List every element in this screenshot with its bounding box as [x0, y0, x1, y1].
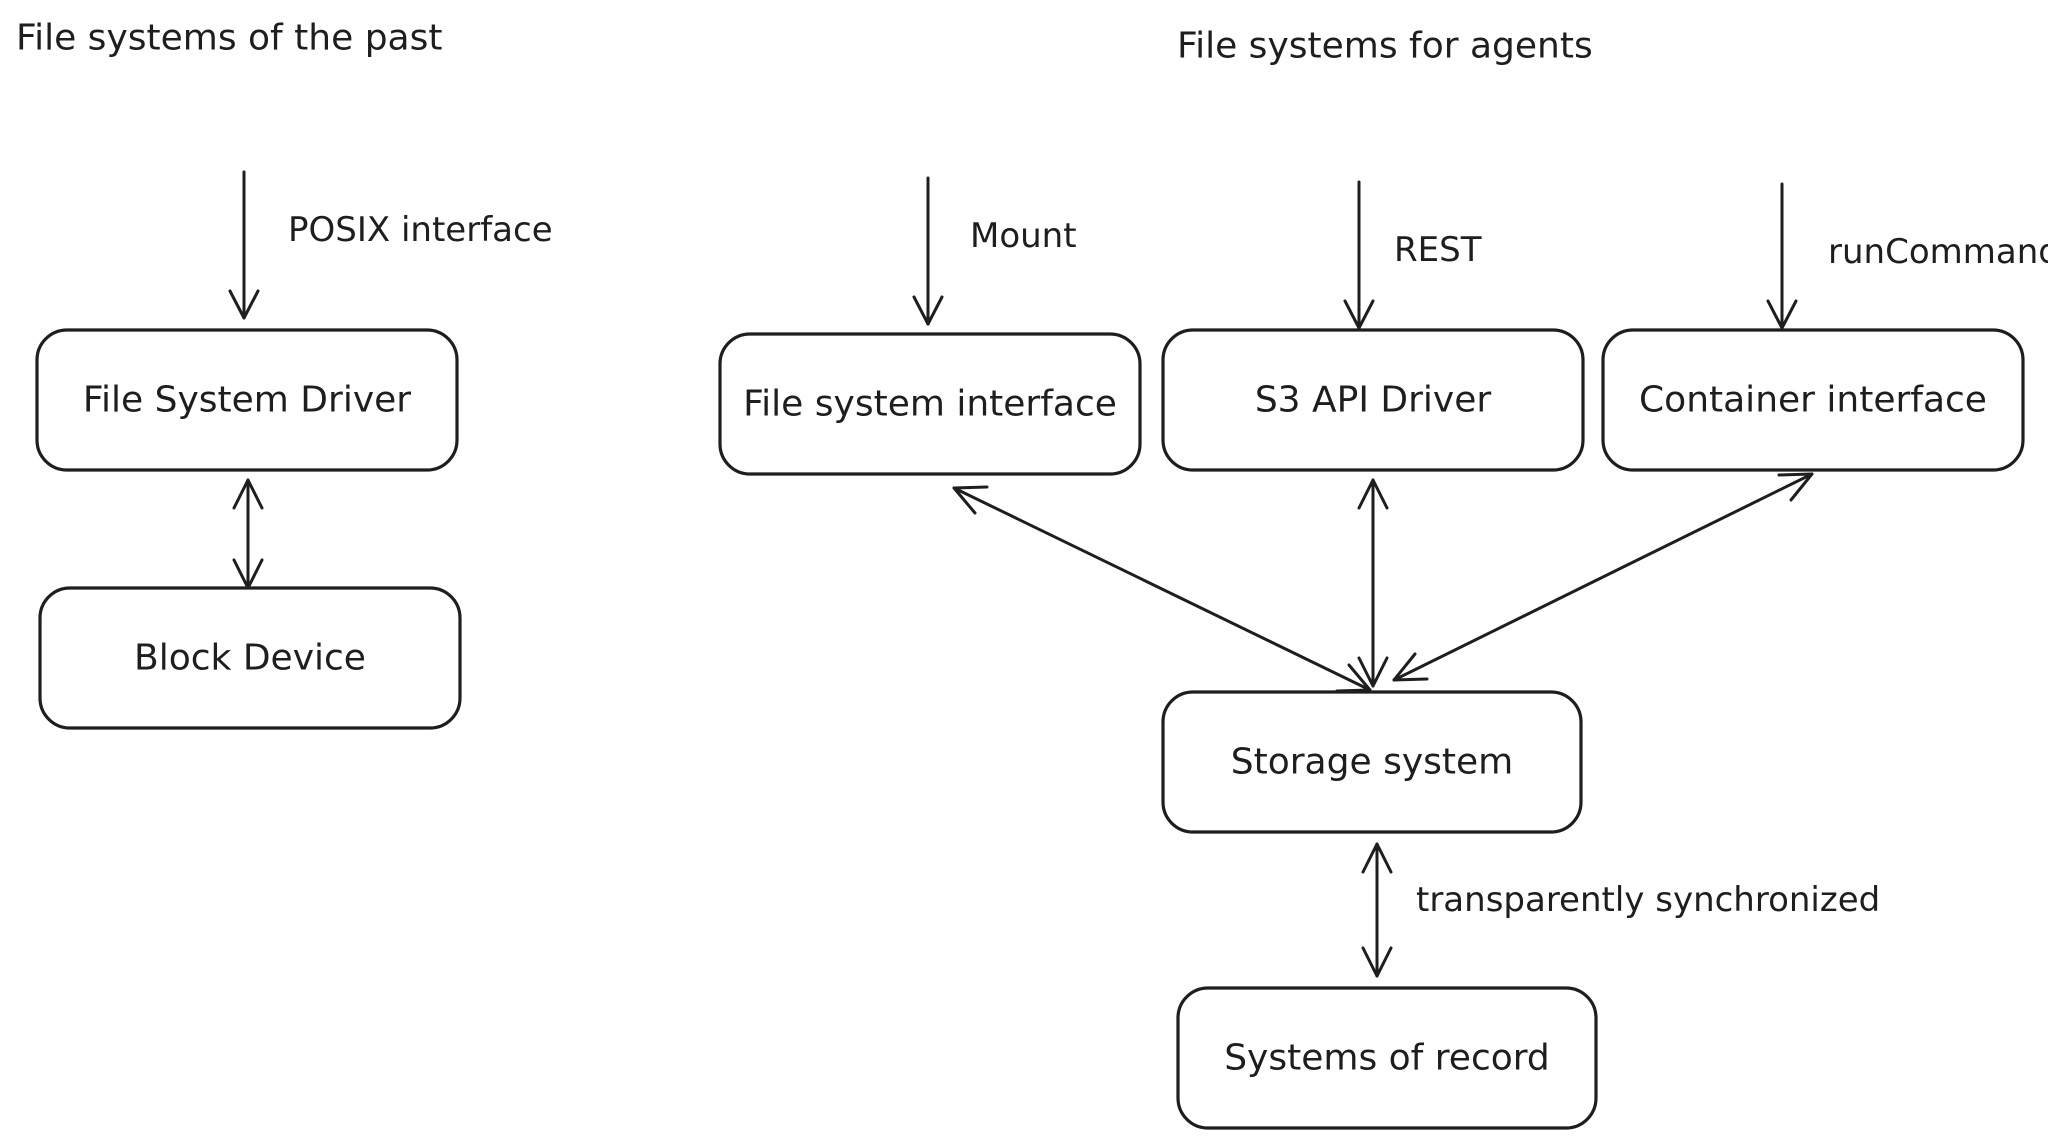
box-block-device: Block Device	[38, 586, 462, 730]
box-container-interface-label: Container interface	[1639, 380, 1987, 421]
box-storage-system-label: Storage system	[1231, 742, 1513, 783]
run-command-arrow	[1766, 182, 1798, 330]
posix-arrow	[228, 170, 260, 320]
container-storage-double-arrow	[1392, 472, 1814, 682]
label-transparently-synchronized: transparently synchronized	[1416, 880, 1880, 920]
box-file-system-interface-label: File system interface	[743, 384, 1117, 425]
rest-arrow	[1343, 180, 1375, 330]
driver-block-double-arrow	[232, 478, 264, 590]
box-systems-of-record-label: Systems of record	[1224, 1038, 1550, 1079]
box-storage-system: Storage system	[1161, 690, 1583, 834]
label-rest: REST	[1394, 230, 1482, 270]
box-s3-api-driver-label: S3 API Driver	[1255, 380, 1492, 421]
box-file-system-interface: File system interface	[718, 332, 1142, 476]
interface-storage-double-arrow	[952, 485, 1372, 693]
s3-storage-double-arrow	[1357, 478, 1389, 688]
label-mount: Mount	[970, 216, 1077, 256]
storage-record-double-arrow	[1361, 842, 1393, 978]
heading-agents: File systems for agents	[1177, 26, 1593, 67]
box-systems-of-record: Systems of record	[1176, 986, 1598, 1130]
box-file-system-driver-label: File System Driver	[83, 380, 411, 421]
box-block-device-label: Block Device	[134, 638, 366, 679]
label-posix-interface: POSIX interface	[288, 210, 553, 250]
mount-arrow	[912, 176, 944, 326]
label-run-command: runCommand	[1828, 232, 2048, 272]
box-s3-api-driver: S3 API Driver	[1161, 328, 1585, 472]
box-file-system-driver: File System Driver	[35, 328, 459, 472]
box-container-interface: Container interface	[1601, 328, 2025, 472]
heading-past: File systems of the past	[16, 18, 442, 59]
